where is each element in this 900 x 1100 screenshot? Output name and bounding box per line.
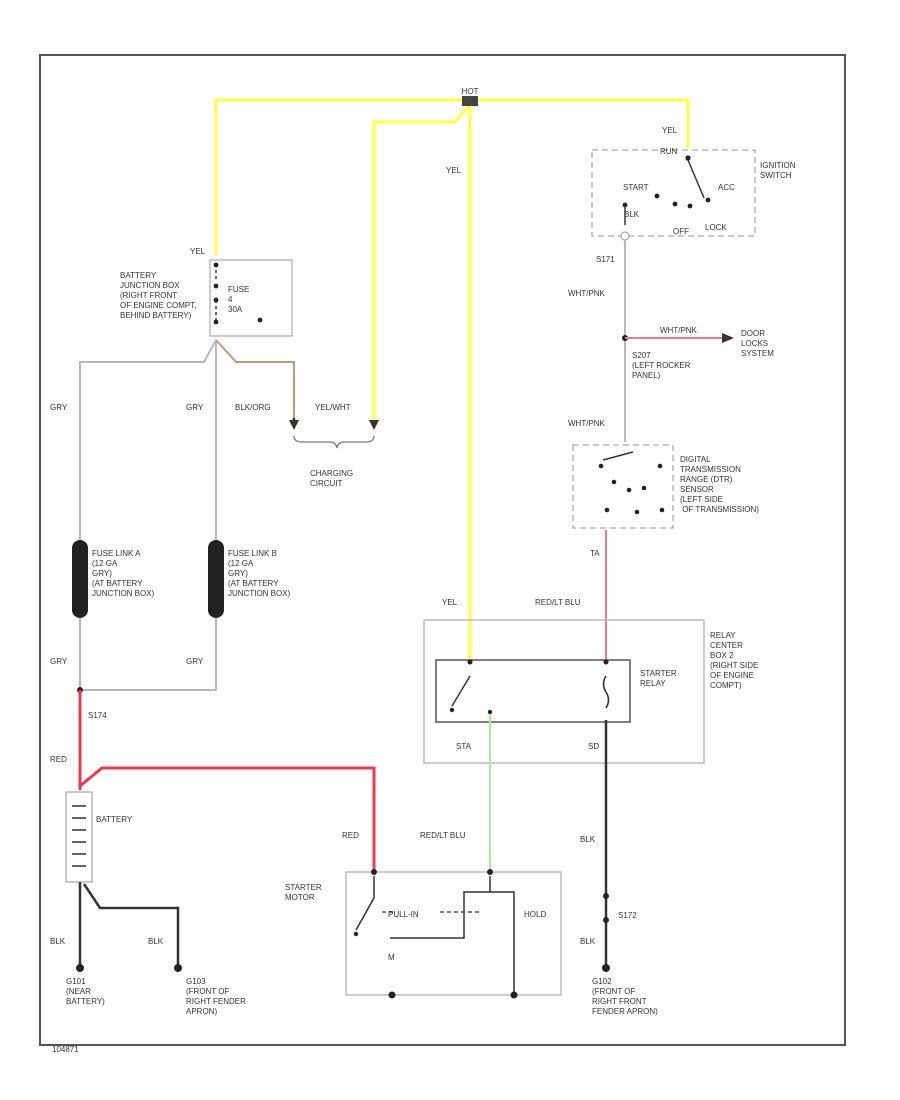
battery: BATTERY	[65, 791, 133, 883]
m-label: M	[388, 953, 395, 962]
gry-label-b: GRY	[186, 403, 204, 412]
yel-relay-label: YEL	[442, 598, 458, 607]
gry-label-c: GRY	[50, 657, 68, 666]
wht-pnk-label-3: WHT/PNK	[568, 419, 606, 428]
yellow-wires	[214, 98, 690, 662]
sw-lock-label: LOCK	[705, 223, 727, 232]
wire-gry-after-b	[80, 618, 217, 691]
yel-switch-label: YEL	[662, 126, 678, 135]
wire-blk-g103	[82, 883, 180, 966]
s172-label: S172	[618, 911, 637, 920]
diagram-frame	[39, 54, 846, 1046]
sw-run-label: RUN	[660, 147, 678, 156]
sta-label: STA	[456, 742, 472, 751]
wire-blk-org	[215, 339, 295, 420]
red-lt-blu-label-top: RED/LT BLU	[535, 598, 581, 607]
pull-in-label: PULL-IN	[388, 910, 419, 919]
sw-acc-label: ACC	[718, 183, 735, 192]
blk-org-label: BLK/ORG	[235, 403, 271, 412]
red-label-1: RED	[50, 755, 67, 764]
blk-sw-label: BLK	[624, 210, 640, 219]
battery-label: BATTERY	[96, 815, 133, 824]
wire-red-starter	[79, 766, 376, 870]
sd-label: SD	[588, 742, 599, 751]
blk-label-2: BLK	[148, 937, 164, 946]
blk-label-3: BLK	[580, 937, 596, 946]
hot-splice	[462, 96, 478, 106]
wire-yel-top-right	[470, 98, 690, 148]
wire-gry-link-a	[79, 339, 217, 540]
hot-label: HOT	[462, 87, 479, 96]
hold-label: HOLD	[524, 910, 546, 919]
s174-label: S174	[88, 711, 107, 720]
red-lt-blu-label-bot: RED/LT BLU	[420, 831, 466, 840]
sw-off-label: OFF	[673, 227, 689, 236]
s171-label: S171	[596, 255, 615, 264]
wht-pnk-label-2: WHT/PNK	[660, 326, 698, 335]
ta-label: TA	[590, 549, 600, 558]
yel-top-label: YEL	[190, 247, 206, 256]
sw-start-label: START	[623, 183, 649, 192]
gry-label-a: GRY	[50, 403, 68, 412]
blk-label-1: BLK	[50, 937, 66, 946]
yel-mid-label: YEL	[446, 166, 462, 175]
red-label-2: RED	[342, 831, 359, 840]
wire-yel-charging	[372, 103, 472, 420]
yel-wht-label: YEL/WHT	[315, 403, 351, 412]
wire-yel-top-left	[214, 98, 470, 255]
blk-relay-label: BLK	[580, 835, 596, 844]
gry-label-d: GRY	[186, 657, 204, 666]
figure-id: 104871	[52, 1045, 79, 1054]
wht-pnk-label-1: WHT/PNK	[568, 289, 606, 298]
